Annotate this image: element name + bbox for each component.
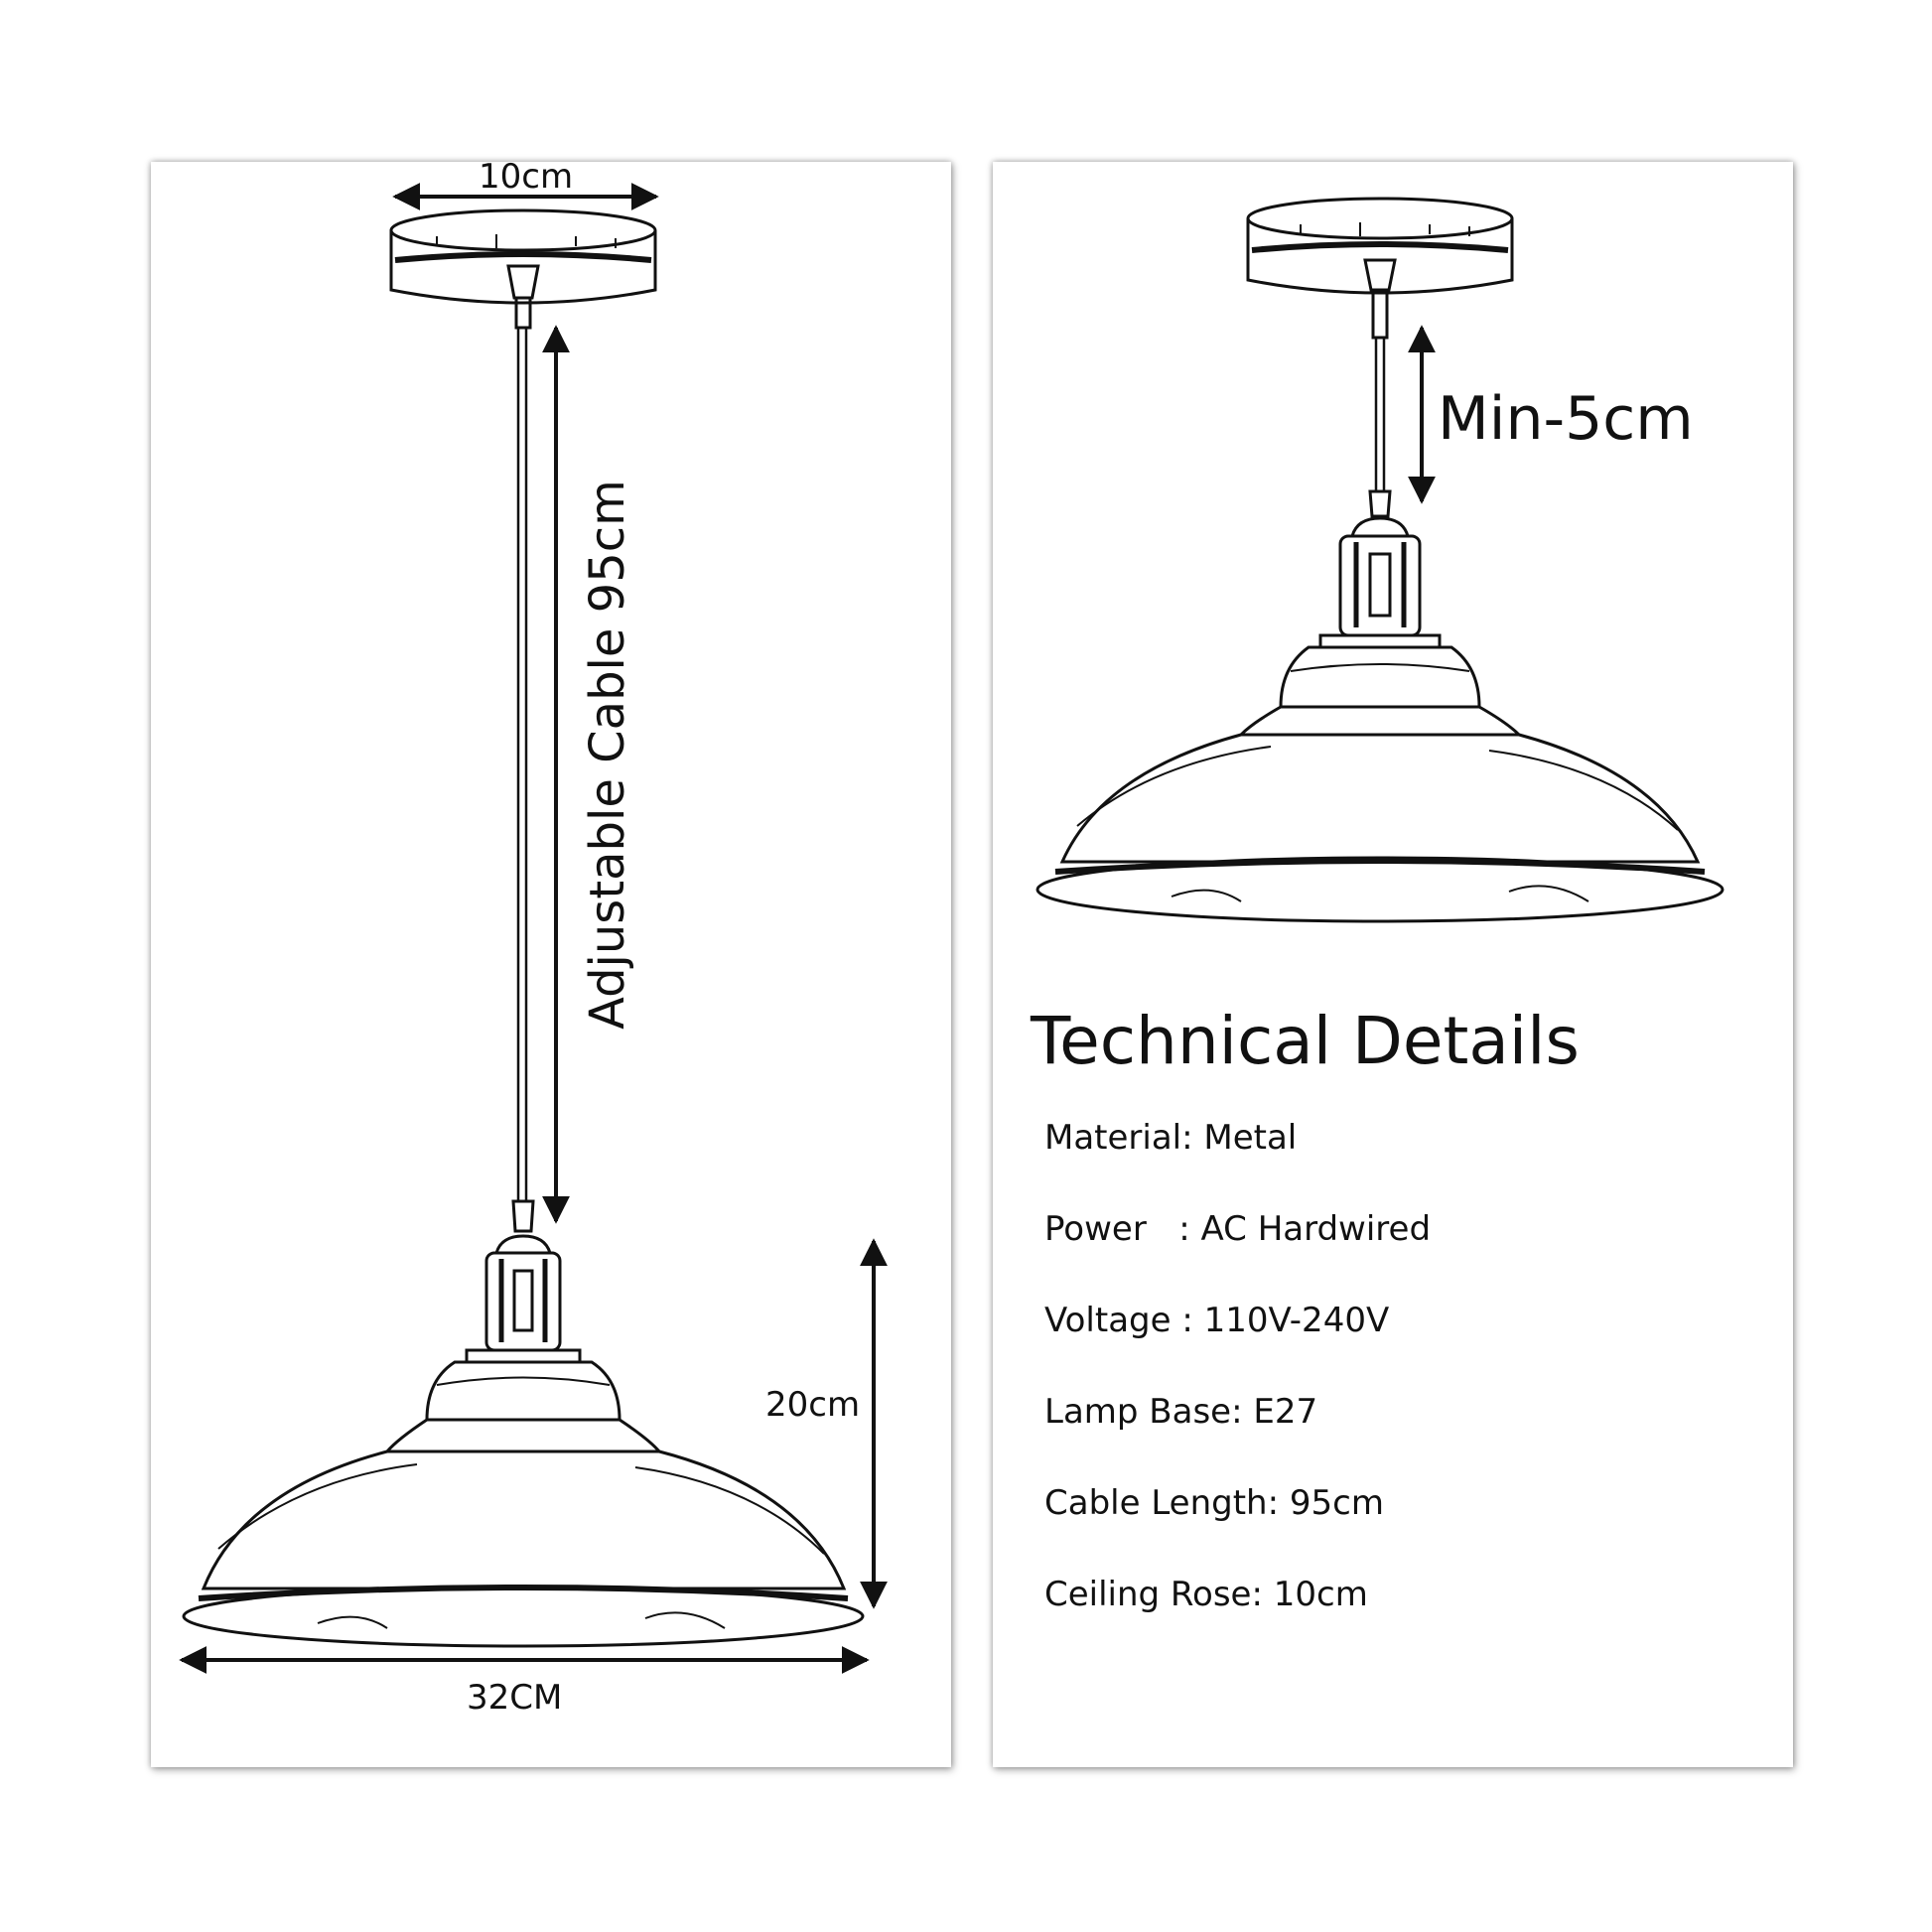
spec-label: Voltage <box>1044 1301 1172 1340</box>
spec-row-material: Material: Metal <box>1044 1118 1297 1158</box>
shade-width-dimension-label: 32CM <box>467 1678 563 1718</box>
shade-height-dimension-label: 20cm <box>765 1385 861 1425</box>
spec-row-cable-length: Cable Length: 95cm <box>1044 1483 1384 1523</box>
spec-label: Lamp Base <box>1044 1392 1232 1432</box>
spec-value: 10cm <box>1273 1575 1368 1614</box>
pendant-lamp-icon <box>182 1234 865 1648</box>
pendant-cable <box>506 264 540 1233</box>
pendant-cable-right <box>1363 258 1397 518</box>
ceiling-rose-icon <box>389 208 657 305</box>
spec-value: E27 <box>1253 1392 1318 1432</box>
spec-value: AC Hardwired <box>1200 1209 1432 1249</box>
spec-row-power: Power : AC Hardwired <box>1044 1209 1431 1249</box>
ceiling-rose-icon-right <box>1246 197 1514 295</box>
spec-separator: : <box>1171 1301 1204 1340</box>
double-arrow-icon <box>179 183 888 1674</box>
min-drop-dimension-label: Min-5cm <box>1438 384 1694 454</box>
spec-row-lamp-base: Lamp Base: E27 <box>1044 1392 1317 1432</box>
spec-separator: : <box>1251 1575 1274 1614</box>
spec-separator: : <box>1231 1392 1254 1432</box>
spec-label: Material <box>1044 1118 1182 1158</box>
spec-label: Ceiling Rose <box>1044 1575 1252 1614</box>
spec-value: Metal <box>1203 1118 1298 1158</box>
spec-value: 110V-240V <box>1203 1301 1390 1340</box>
pendant-lamp-icon-right <box>1035 516 1725 923</box>
cable-dimension-label: Adjustable Cable 95cm <box>580 480 635 1030</box>
spec-row-voltage: Voltage : 110V-240V <box>1044 1301 1389 1340</box>
spec-row-ceiling-rose: Ceiling Rose: 10cm <box>1044 1575 1368 1614</box>
spec-value: 95cm <box>1289 1483 1384 1523</box>
right-panel <box>993 162 1793 1767</box>
spec-separator: : <box>1267 1483 1290 1523</box>
technical-details-title: Technical Details <box>1031 1003 1580 1079</box>
spec-label: Cable Length <box>1044 1483 1268 1523</box>
ceiling-rose-dimension-label: 10cm <box>479 157 574 197</box>
spec-separator: : <box>1181 1118 1204 1158</box>
spec-label: Power <box>1044 1209 1147 1249</box>
spec-separator: : <box>1146 1209 1201 1249</box>
